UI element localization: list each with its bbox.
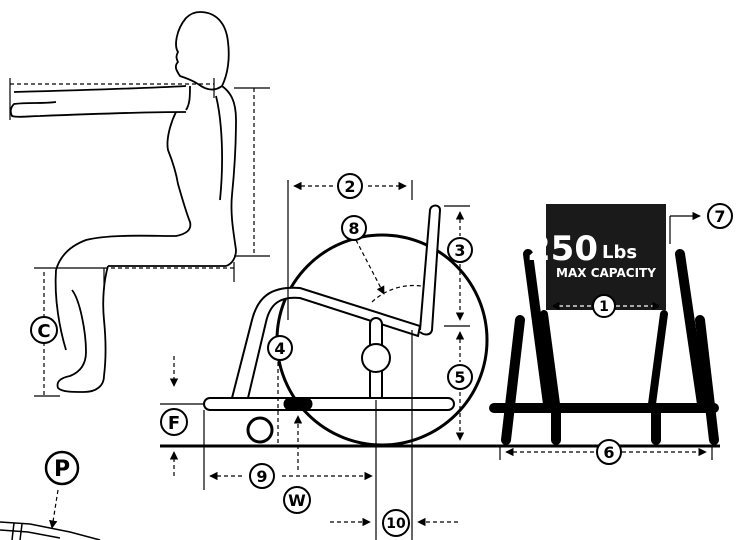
seated-person-figure — [9, 11, 237, 393]
wheelchair-front-view — [489, 249, 719, 445]
callout-7: 7 — [707, 203, 733, 229]
svg-text:8: 8 — [348, 219, 359, 238]
figure-dimension-lines — [9, 78, 270, 397]
callout-5: 5 — [447, 364, 473, 390]
capacity-weight: 250 — [527, 229, 598, 269]
callout-f: F — [160, 408, 188, 436]
svg-text:2: 2 — [344, 177, 355, 196]
callout-6: 6 — [596, 439, 622, 465]
partial-ramp-edge — [0, 521, 101, 540]
callout-3: 3 — [447, 237, 473, 263]
callout-9: 9 — [249, 463, 275, 489]
svg-text:6: 6 — [603, 443, 614, 462]
callout-10: 10 — [382, 509, 410, 537]
footplate-marker — [283, 397, 313, 411]
callout-p: P — [44, 450, 80, 486]
wheelchair-dimension-lines — [49, 180, 470, 540]
callout-2: 2 — [337, 173, 363, 199]
svg-text:P: P — [54, 457, 70, 482]
svg-text:10: 10 — [386, 516, 406, 532]
callout-1: 1 — [592, 294, 616, 318]
wheelchair-side-view — [203, 204, 489, 447]
callout-c: C — [30, 316, 58, 344]
callout-w: W — [283, 486, 311, 514]
front-view-dimension-lines — [499, 211, 713, 460]
capacity-unit: Lbs — [602, 242, 637, 263]
capacity-caption: MAX CAPACITY — [556, 266, 656, 280]
front-caster — [246, 416, 274, 444]
svg-text:F: F — [168, 413, 180, 434]
svg-text:9: 9 — [256, 467, 267, 486]
callout-4: 4 — [267, 335, 293, 361]
svg-text:4: 4 — [274, 339, 285, 358]
svg-text:W: W — [288, 491, 306, 510]
callout-8: 8 — [341, 215, 367, 241]
max-capacity-label: 250 Lbs MAX CAPACITY — [527, 204, 666, 310]
svg-text:C: C — [37, 321, 50, 342]
svg-text:5: 5 — [454, 368, 465, 387]
svg-text:1: 1 — [599, 299, 609, 315]
svg-text:3: 3 — [454, 241, 465, 260]
svg-text:7: 7 — [714, 207, 725, 226]
